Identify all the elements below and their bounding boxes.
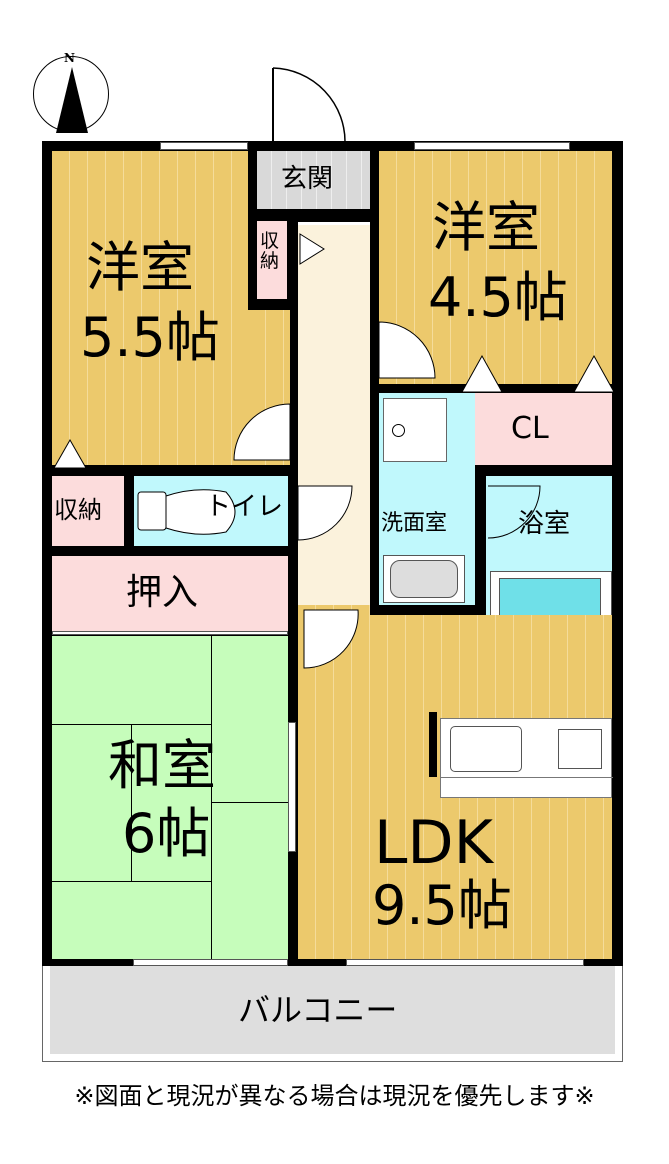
hallway	[298, 222, 370, 606]
kitchen-wall	[429, 712, 437, 777]
washing-machine-space	[383, 398, 447, 462]
compass-label: N	[64, 51, 75, 65]
room-western-5-5	[52, 151, 248, 465]
label-ldk-size: 9.5帖	[372, 874, 512, 937]
label-closet: CL	[511, 411, 549, 446]
compass	[33, 56, 109, 133]
room-storage-small	[257, 221, 287, 299]
door-storage-icon	[299, 233, 325, 265]
label-washroom: 洗面室	[381, 511, 448, 536]
drain-icon	[392, 424, 405, 437]
footer-note: ※図面と現況が異なる場合は現況を優先します※	[74, 1082, 595, 1110]
label-bath: 浴室	[518, 509, 571, 539]
oshiire-sliding-door	[52, 631, 288, 635]
label-western2-size: 4.5帖	[428, 266, 568, 329]
room-entrance	[257, 151, 370, 209]
entrance-door-icon	[272, 67, 346, 145]
sliding-door-japanese-ldk	[288, 722, 296, 852]
label-entrance: 玄関	[281, 164, 334, 194]
room-oshiire	[52, 556, 288, 631]
balcony	[42, 966, 623, 1062]
window-north-right	[414, 142, 570, 150]
room-japanese	[52, 636, 288, 959]
north-arrow-icon	[56, 67, 88, 133]
toilet-icon	[137, 489, 236, 535]
window-north-left	[160, 142, 248, 150]
door-storage-left-icon	[53, 438, 87, 469]
label-storage-small: 収 納	[260, 230, 280, 272]
door-ldk-icon	[303, 609, 359, 669]
label-storage: 収納	[54, 496, 102, 524]
label-ldk-name: LDK	[374, 808, 493, 878]
bathtub-water	[499, 578, 601, 618]
label-balcony: バルコニー	[238, 991, 398, 1029]
door-western2-icon	[378, 321, 436, 379]
washbasin	[383, 555, 465, 603]
room-storage	[52, 476, 124, 546]
label-japanese-name: 和室	[108, 734, 216, 797]
label-oshiire: 押入	[126, 572, 199, 613]
door-closet-icons	[461, 354, 615, 393]
label-western1-name: 洋室	[86, 236, 194, 299]
label-toilet: トイレ	[205, 492, 284, 522]
sink-basin	[390, 560, 458, 598]
window-south-japanese	[133, 959, 288, 966]
label-western1-size: 5.5帖	[80, 306, 220, 369]
window-south-ldk	[346, 959, 584, 966]
door-toilet-icon	[297, 485, 353, 541]
kitchen-counter	[440, 718, 613, 798]
label-western2-name: 洋室	[432, 196, 540, 259]
kitchen-sink	[450, 726, 522, 772]
stove-icon	[558, 729, 602, 769]
door-bath-icon	[487, 485, 541, 539]
door-western1-icon	[233, 403, 291, 461]
room-closet	[461, 393, 612, 465]
label-japanese-size: 6帖	[122, 802, 211, 865]
